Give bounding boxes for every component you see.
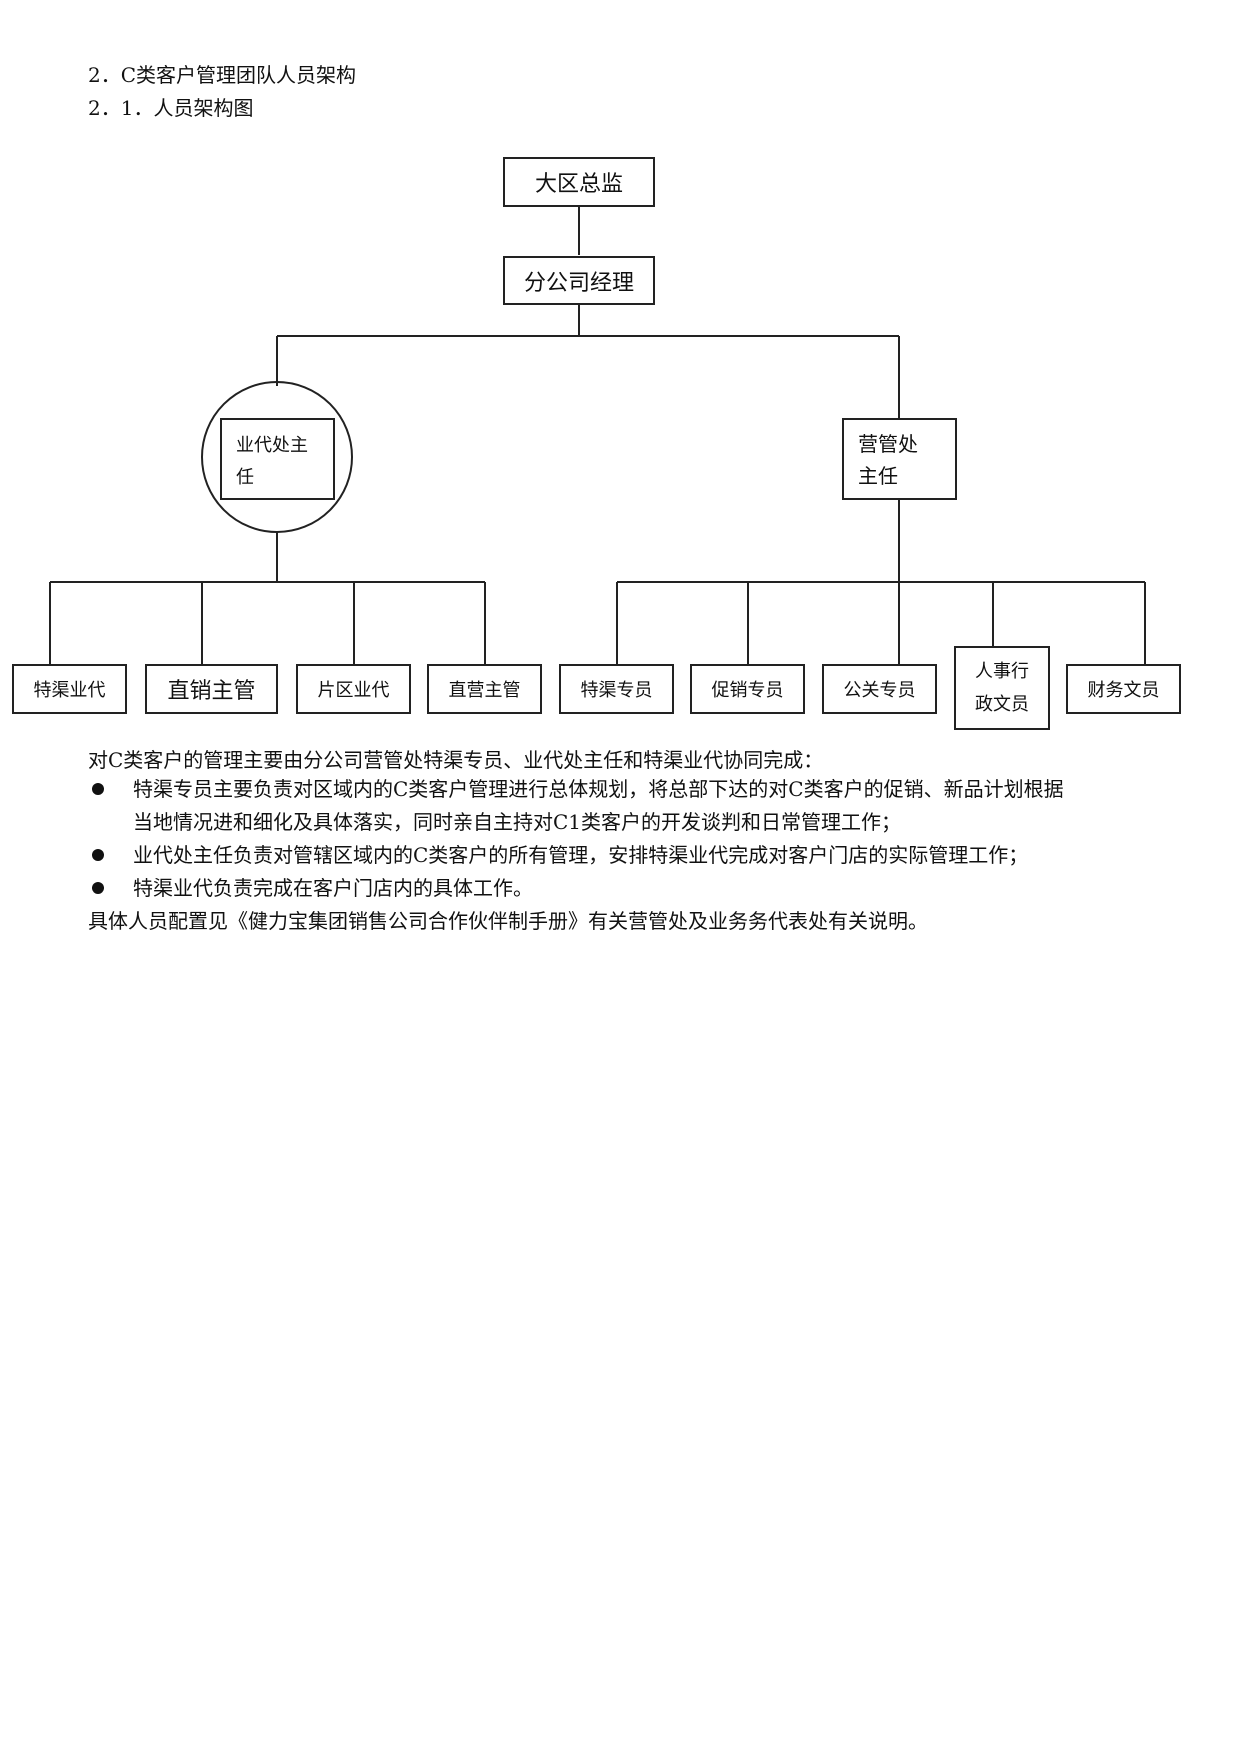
org-box-special-channel-rep: 特渠业代 bbox=[12, 664, 127, 714]
org-box-promotion-specialist: 促销专员 bbox=[690, 664, 805, 714]
intro-paragraph: 对C类客户的管理主要由分公司营管处特渠专员、业代处主任和特渠业代协同完成： bbox=[88, 748, 824, 772]
bullet-dot bbox=[92, 783, 104, 795]
bullet-1-line-1: 特渠专员主要负责对区域内的C类客户管理进行总体规划，将总部下达的对C类客户的促销… bbox=[133, 777, 1064, 801]
org-chart-connectors bbox=[49, 206, 1146, 664]
org-box-hr-admin-clerk-label: 人事行政文员 bbox=[975, 661, 1029, 715]
bullet-dot bbox=[92, 882, 104, 894]
org-box-marketing-office-head: 营管处主任 bbox=[842, 418, 957, 500]
section-heading: 2．C类客户管理团队人员架构 bbox=[88, 63, 357, 87]
org-box-sales-office-head-label: 业代处主任 bbox=[236, 435, 308, 488]
closing-paragraph: 具体人员配置见《健力宝集团销售公司合作伙伴制手册》有关营管处及业务务代表处有关说… bbox=[88, 909, 928, 933]
org-box-regional-director: 大区总监 bbox=[503, 157, 655, 207]
bullet-3-line-1: 特渠业代负责完成在客户门店内的具体工作。 bbox=[133, 876, 533, 900]
org-box-sales-office-head: 业代处主任 bbox=[220, 418, 335, 500]
org-box-direct-sales-supervisor: 直销主管 bbox=[145, 664, 278, 714]
org-box-finance-clerk: 财务文员 bbox=[1066, 664, 1181, 714]
org-box-pr-specialist: 公关专员 bbox=[822, 664, 937, 714]
subsection-heading: 2．1．人员架构图 bbox=[88, 96, 254, 120]
bullet-2-line-1: 业代处主任负责对管辖区域内的C类客户的所有管理，安排特渠业代完成对客户门店的实际… bbox=[133, 843, 1029, 867]
org-box-marketing-office-head-label: 营管处主任 bbox=[858, 432, 918, 488]
org-box-hr-admin-clerk: 人事行政文员 bbox=[954, 646, 1050, 730]
bullet-1-line-2: 当地情况进和细化及具体落实，同时亲自主持对C1类客户的开发谈判和日常管理工作； bbox=[133, 810, 902, 834]
org-box-direct-operation-supervisor: 直营主管 bbox=[427, 664, 542, 714]
org-box-area-rep: 片区业代 bbox=[296, 664, 411, 714]
org-box-special-channel-specialist: 特渠专员 bbox=[559, 664, 674, 714]
bullet-dot bbox=[92, 849, 104, 861]
org-box-branch-manager: 分公司经理 bbox=[503, 256, 655, 305]
